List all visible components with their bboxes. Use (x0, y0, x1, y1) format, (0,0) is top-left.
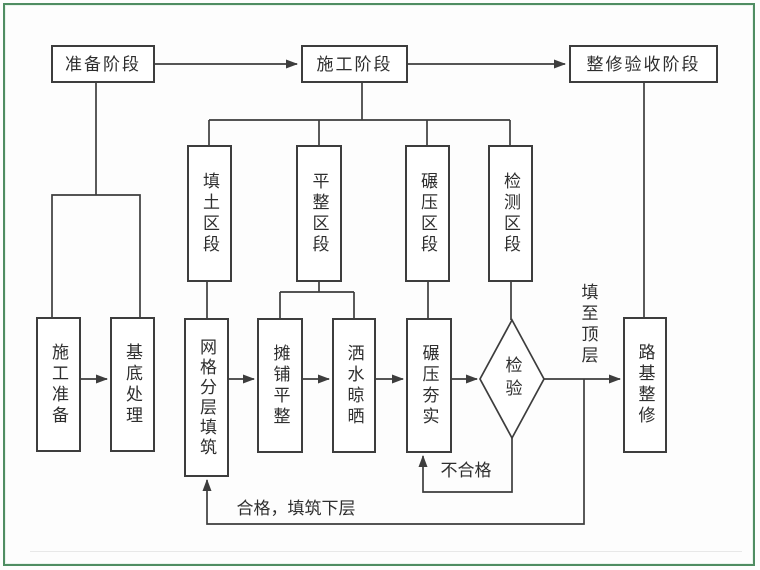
inspection-diamond-text: 检验 (496, 342, 528, 416)
node-construction-phase: 施工阶段 (301, 45, 408, 83)
roll-compact-label: 碾压夯实 (419, 343, 439, 428)
node-base-treatment: 基底处理 (110, 317, 155, 452)
connector-fail-loop (418, 438, 513, 493)
construction-prep-label: 施工准备 (49, 342, 68, 427)
node-grid-layered-fill: 网格分层填筑 (184, 318, 229, 477)
connector-prep-to-left-column (51, 83, 141, 317)
construction-phase-label: 施工阶段 (316, 54, 393, 74)
node-prep-phase: 准备阶段 (51, 45, 155, 83)
node-construction-prep: 施工准备 (36, 317, 81, 452)
node-level-section: 平整区段 (296, 145, 342, 282)
node-test-section: 检测区段 (488, 145, 533, 282)
node-spread-level: 摊铺平整 (257, 318, 303, 453)
node-fill-section: 填土区段 (187, 145, 232, 282)
scan-artifact-line (30, 551, 742, 552)
fill-to-top-text: 填至顶层 (578, 283, 598, 367)
water-dry-label: 洒水晾晒 (344, 343, 364, 428)
prep-phase-label: 准备阶段 (65, 54, 141, 74)
fill-section-label: 填土区段 (200, 171, 219, 256)
inspection-label: 检验 (502, 356, 522, 402)
node-roll-compact: 碾压夯实 (406, 318, 452, 453)
fail-label-text: 不合格 (440, 460, 492, 480)
connector-level-section-split (279, 282, 355, 318)
roll-section-label: 碾压区段 (418, 171, 437, 256)
test-section-label: 检测区段 (501, 171, 520, 256)
pass-next-layer-text: 合格，填筑下层 (236, 498, 356, 518)
node-roll-section: 碾压区段 (405, 145, 450, 282)
node-water-dry: 洒水晾晒 (332, 318, 376, 453)
node-roadbed-repair: 路基整修 (623, 317, 667, 453)
node-acceptance-phase: 整修验收阶段 (569, 45, 718, 83)
base-treatment-label: 基底处理 (123, 342, 142, 427)
connector-pass-loop (202, 379, 585, 525)
roadbed-repair-label: 路基整修 (635, 343, 655, 427)
fail-label: 不合格 (434, 458, 498, 480)
pass-next-layer-label: 合格，填筑下层 (231, 495, 361, 518)
inspection-diamond (479, 318, 545, 440)
fill-to-top-label: 填至顶层 (574, 276, 602, 374)
spread-level-label: 摊铺平整 (270, 343, 290, 428)
level-section-label: 平整区段 (309, 171, 329, 256)
connector-construction-to-sections (208, 83, 511, 145)
grid-layered-fill-label: 网格分层填筑 (197, 337, 216, 458)
acceptance-phase-label: 整修验收阶段 (586, 54, 701, 74)
